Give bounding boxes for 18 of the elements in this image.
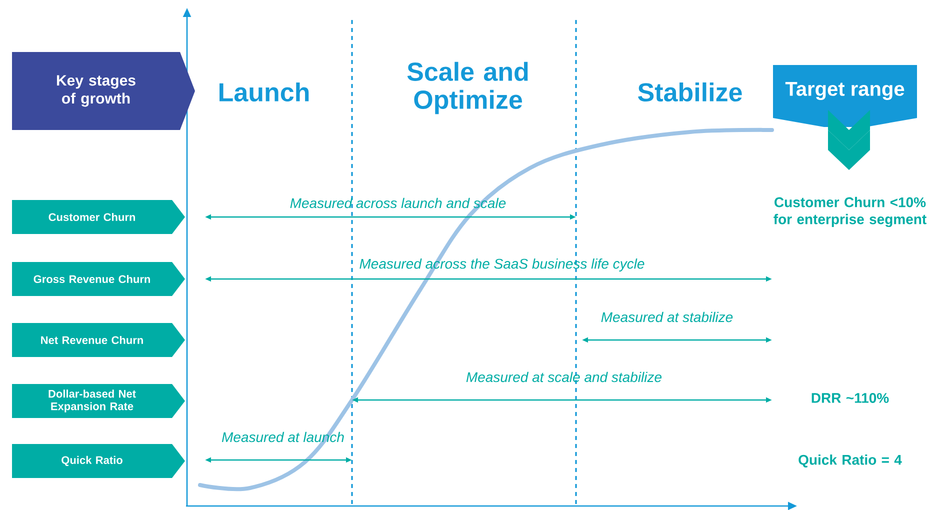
stage-arrow-box: Key stages of growth bbox=[12, 52, 195, 130]
metric-arrow-box: Net Revenue Churn bbox=[12, 322, 185, 357]
span-label: Measured across launch and scale bbox=[290, 198, 506, 208]
span-label: Measured at launch bbox=[222, 432, 344, 442]
metric-arrow-box: Dollar-based Net Expansion Rate bbox=[12, 384, 185, 418]
target-value: Quick Ratio = 4 bbox=[798, 454, 902, 468]
target-value: DRR ~110% bbox=[812, 393, 889, 403]
span-label: Measured at scale and stabilize bbox=[466, 372, 662, 382]
span-label: Measured across the SaaS business life cycle bbox=[360, 258, 644, 272]
metric-arrow-box: Gross Revenue Churn bbox=[12, 262, 185, 296]
target-banner: Target range bbox=[773, 64, 917, 170]
stage-title: Launch bbox=[220, 82, 309, 102]
metric-arrow-box: Quick Ratio bbox=[12, 444, 185, 478]
metric-arrow-box: Customer Churn bbox=[12, 200, 185, 234]
stage-title: Scale and Optimize bbox=[407, 62, 528, 114]
target-value: Customer Churn <10% for enterprise segment bbox=[774, 196, 926, 228]
stage-title: Stabilize bbox=[638, 82, 742, 102]
span-label: Measured at stabilize bbox=[601, 312, 733, 322]
